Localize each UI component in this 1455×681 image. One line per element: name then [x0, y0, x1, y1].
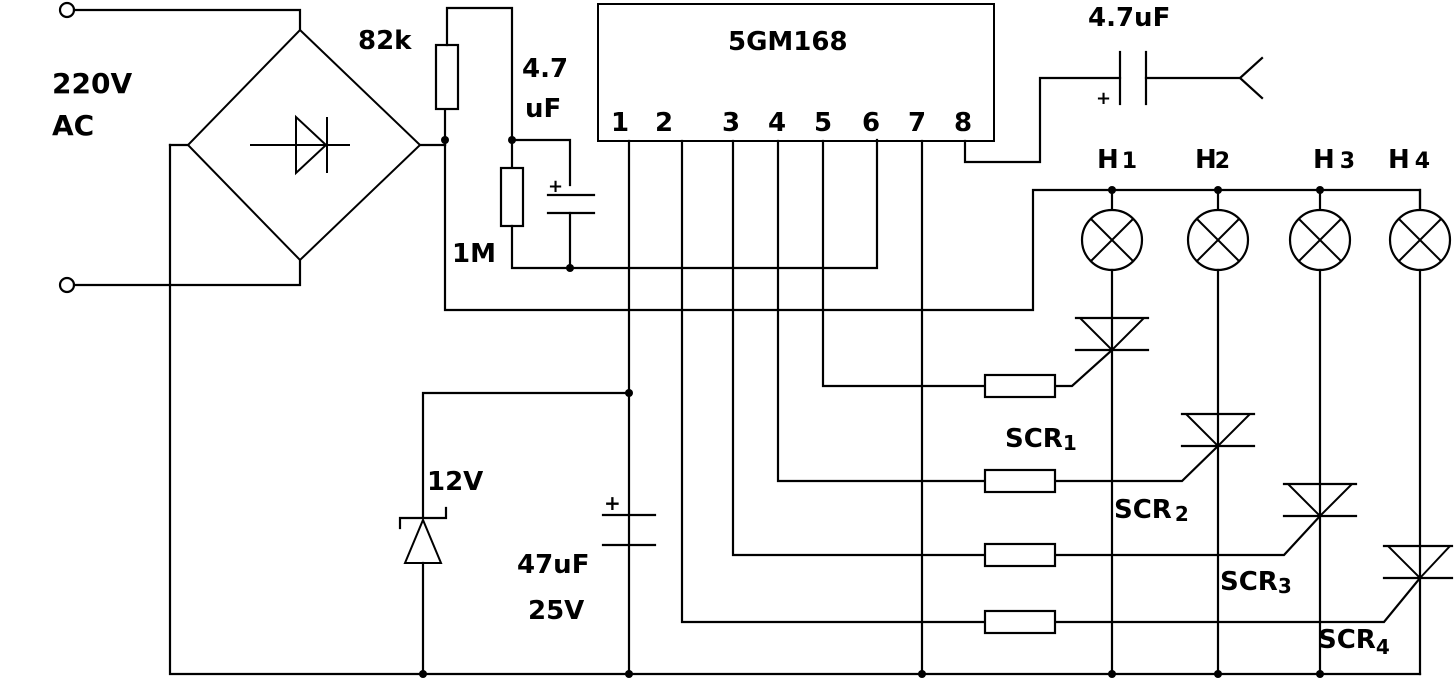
ic-5gm168: 5GM168 1 2 3 4 5 6 7 8 [597, 3, 995, 142]
scr1-gate-resistor [983, 373, 1057, 399]
scr4-triangle [1385, 545, 1453, 580]
junction-dot [625, 670, 633, 678]
lamp-channel-2 [983, 188, 1256, 678]
scr4-gate-wire [1053, 576, 1422, 624]
bridge-rectifier [168, 28, 447, 262]
ic-body [597, 3, 995, 142]
cap-input-4.7uf: + [1096, 50, 1264, 109]
ic-pin-1-label: 1 [611, 108, 629, 138]
junction-dot [419, 670, 427, 678]
scr3-gate-wire [1053, 514, 1322, 557]
junction-dot [1108, 670, 1116, 678]
rc-network: + [499, 136, 879, 272]
ic-pin-5-label: 5 [814, 108, 832, 138]
resistor-1m-body [499, 166, 525, 228]
ac-input [58, 1, 302, 294]
lamp-h2-label: H2 [1195, 145, 1230, 175]
lamp-h4-cross-b [1398, 218, 1442, 262]
resistor-82k-body [434, 43, 460, 111]
bridge-outline [186, 28, 422, 262]
pin2-gate-wire [680, 139, 987, 624]
ic-pin-3-label: 3 [722, 108, 740, 138]
cap-plus-sign: + [604, 491, 621, 515]
zener-triangle [403, 517, 443, 564]
rc-top-wire [510, 138, 572, 187]
scr3-label: SCR3 [1220, 567, 1292, 598]
lamp-supply-wire [443, 138, 1422, 312]
scr1-gate-wire [1053, 348, 1114, 388]
pin3-gate-wire [731, 139, 987, 557]
scr4-gate-resistor [983, 609, 1057, 635]
lamp-channel-1 [983, 188, 1150, 678]
cap-plus-sign: + [548, 176, 563, 197]
ic-pin-7-label: 7 [908, 108, 926, 138]
ic-pin-8-label: 8 [954, 108, 972, 138]
r82k-lead-high [445, 6, 514, 142]
junction-dot [1316, 670, 1324, 678]
pin5-gate-wire [821, 139, 987, 388]
scr1-label: SCR1 [1005, 424, 1077, 455]
ic-name-label: 5GM168 [728, 27, 848, 57]
lamp-channel-3 [983, 188, 1358, 678]
junction-dot [566, 264, 574, 272]
cap-4.7-unit-label: uF [525, 94, 561, 124]
junction-dot [918, 670, 926, 678]
scr3-triangle [1285, 483, 1355, 518]
junction-dot [1214, 670, 1222, 678]
cap-input-label: 4.7uF [1088, 3, 1170, 33]
ac-lead-bottom [72, 258, 302, 287]
cap-47uf-label: 47uF [517, 550, 589, 580]
ac-lead-top [72, 8, 302, 32]
pin8-input-wire [963, 76, 1122, 164]
pin4-gate-wire [776, 139, 987, 483]
scr4-label: SCR4 [1318, 625, 1390, 659]
lamp-h3-cross-b [1298, 218, 1342, 262]
supply-regulator: + [398, 389, 926, 678]
zener-top-wire [421, 391, 631, 520]
ground-rail [168, 143, 1422, 676]
ic-pin-6-label: 6 [862, 108, 880, 138]
scr2-triangle [1183, 413, 1253, 448]
bridge-diode-symbol [295, 114, 328, 176]
source-type-label: AC [52, 109, 94, 142]
ac-terminal-bottom [58, 276, 76, 294]
resistor-82k-label: 82k [358, 26, 412, 56]
resistor-82k [434, 6, 514, 147]
cap-25v-label: 25V [528, 596, 584, 626]
resistor-1m-label: 1M [452, 239, 496, 269]
ic-pin-4-label: 4 [768, 108, 786, 138]
zener-label: 12V [427, 467, 483, 497]
scr2-gate-wire [1053, 444, 1220, 483]
r1m-return-wire [510, 138, 879, 270]
scr1-triangle [1077, 317, 1147, 352]
cap-4.7-value-label: 4.7 [522, 54, 568, 84]
scr2-gate-resistor [983, 468, 1057, 494]
source-voltage-label: 220V [52, 67, 132, 100]
scr3-gate-resistor [983, 542, 1057, 568]
lamp-channel-4 [983, 188, 1454, 676]
cap-plus-sign: + [1096, 88, 1111, 109]
lamp-h2-cross-b [1196, 218, 1240, 262]
lamp-h1-cross-b [1090, 218, 1134, 262]
ac-terminal-top [58, 1, 76, 19]
audio-input-arrow [1238, 56, 1264, 100]
ic-pin-2-label: 2 [655, 108, 673, 138]
